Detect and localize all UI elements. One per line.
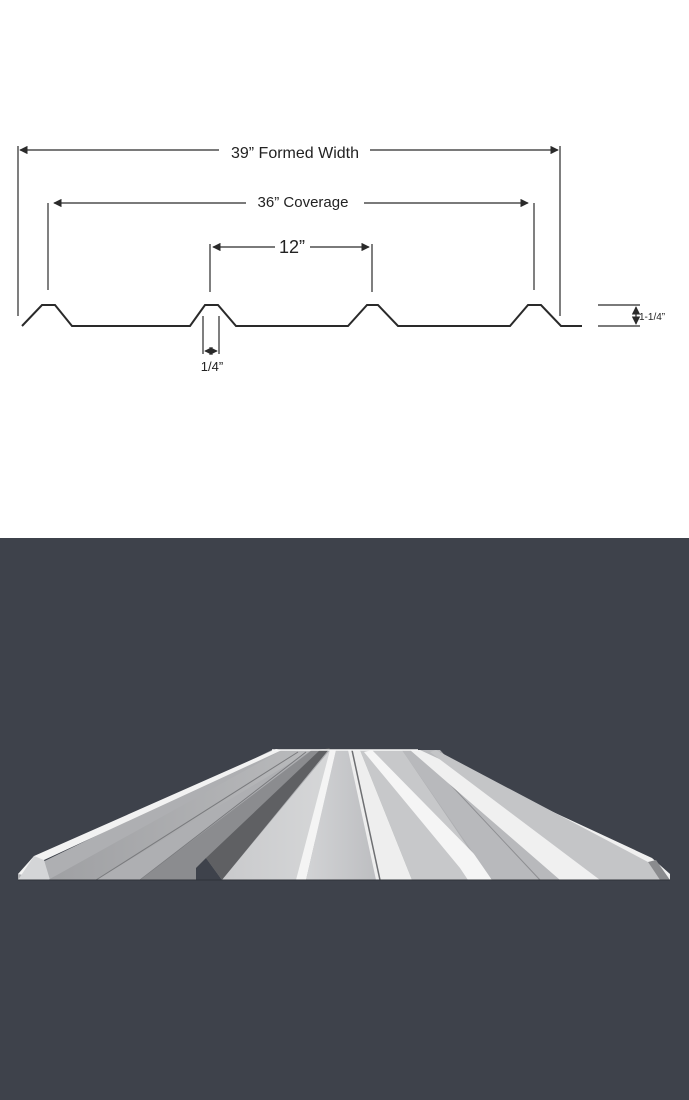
rib-1-shadow xyxy=(196,858,222,880)
coverage-label: 36” Coverage xyxy=(258,194,349,211)
rib-top-label: 1/4” xyxy=(201,359,223,374)
panel-profile-line xyxy=(21,304,582,327)
flat-4 xyxy=(402,750,560,880)
flat-1-stripe xyxy=(95,751,299,881)
diagram-background xyxy=(0,0,689,538)
flat-center xyxy=(222,750,350,880)
rib-height-label: 1-1/4” xyxy=(639,312,665,323)
rib-3 xyxy=(364,750,492,880)
rib-center-edge xyxy=(351,749,381,881)
rib-center xyxy=(348,750,412,880)
rib-left-edge-shade xyxy=(18,856,50,880)
flat-center-right xyxy=(306,750,380,880)
rib-spacing-label: 12” xyxy=(279,237,305,257)
flat-1-stripe-2 xyxy=(139,751,307,881)
formed-width-label: 39” Formed Width xyxy=(231,145,359,162)
rib-1 xyxy=(140,749,326,880)
flat-1 xyxy=(48,750,312,880)
metal-panel xyxy=(18,748,670,881)
panel-profile-diagram: 39” Formed Width 36” Coverage 12” 1/4” 1… xyxy=(0,0,689,538)
panel-3d-render xyxy=(0,538,689,1100)
rib-center-left-highlight xyxy=(296,750,336,880)
rib-1-face xyxy=(206,748,330,880)
rib-right-edge-shade xyxy=(648,860,670,880)
rib-right-edge-face xyxy=(430,750,660,880)
